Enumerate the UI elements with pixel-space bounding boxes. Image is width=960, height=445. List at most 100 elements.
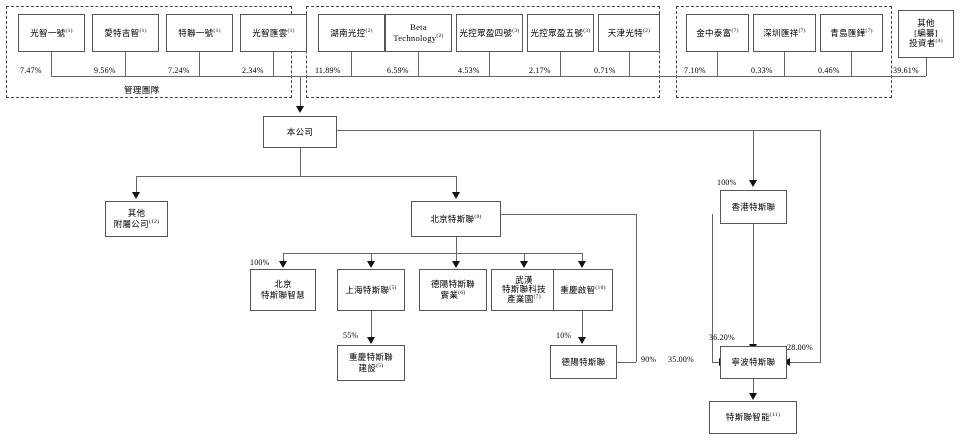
edge-stem [560,52,561,76]
edge-stem [273,52,274,76]
shareholder-box-guangzhi-huiyun[interactable]: 光智匯雲(1) [240,14,307,52]
footnote-marker: (7) [798,27,806,34]
pct-hunan-guangkong: 11.89% [315,66,341,75]
entity-box-chongqing-qizhi[interactable]: 重慶啟智(10) [553,269,613,311]
entity-box-beijing-terminus[interactable]: 北京特斯聯(8) [411,201,501,237]
entity-name: 本公司 [286,126,314,137]
shareholder-name-line1: 其他 [917,18,935,29]
entity-name-line3: 產業園 [507,293,534,304]
edge-children-bus [136,176,456,177]
shareholder-name: 湖南光控 [330,27,366,38]
edge-beijing-to-ningbo-horizontal [712,362,720,363]
footnote-marker: (10) [595,284,606,291]
entity-name-line2: 附屬公司 [113,219,149,229]
edge-to-other-subsidiaries [136,176,137,194]
shareholder-box-hunan-guangkong[interactable]: 湖南光控(2) [318,14,385,52]
edge-ningbo-to-terminus-intelligence [753,379,754,395]
shareholder-box-aitejizhi[interactable]: 愛特吉智(1) [92,14,159,52]
entity-box-shanghai-terminus[interactable]: 上海特斯聯(5) [337,269,405,311]
entity-box-other-subsidiaries[interactable]: 其他 附屬公司(12) [105,201,168,237]
shareholder-name-line3: 投資者 [909,37,936,48]
pct-tianjin-guangte: 0.71% [594,66,616,75]
shareholder-name: 光控眾盈四號 [459,27,513,38]
edge-to-shanghai-terminus [371,253,372,263]
entity-name-line2: 特斯聯科技 [501,284,546,295]
entity-box-wuhan-terminus-tech-park[interactable]: 武漢 特斯聯科技 產業園(7) [491,269,557,311]
footnote-marker: (5) [376,363,384,370]
edge-stem [489,52,490,76]
pct-guangkong-zhongying-5: 2.17% [529,66,551,75]
footnote-marker: (2) [642,27,651,34]
entity-name-line1: 武漢 [515,274,533,285]
entity-name: 上海特斯聯 [345,284,390,295]
footnote-marker: (6) [458,290,466,297]
edge-company-to-hongkong [753,130,754,182]
entity-name-line2: 實業 [440,290,459,300]
dashed-group-guangkong [306,6,660,98]
pct-shanghai-to-chongqing-construction: 55% [343,331,359,340]
footnote-marker: (7) [865,27,873,34]
footnote-marker: (1) [287,27,295,34]
shareholder-name: 天津光特 [607,27,643,38]
edge-beijing-to-deyang-horizontal [617,362,636,363]
pct-beijing-to-deyang: 90% [641,355,657,364]
entity-box-hongkong-terminus[interactable]: 香港特斯聯 [720,190,787,224]
arrowhead-to-chongqing-construction [367,337,375,344]
edge-beijing-to-ningbo-vertical [712,214,713,362]
edge-stem [351,52,352,76]
entity-name: 德陽特斯聯 [561,356,606,367]
shareholder-box-shenzhen-huixiang[interactable]: 深圳匯祥(7) [753,14,816,52]
shareholder-box-tianjin-guangte[interactable]: 天津光特(2) [598,14,660,52]
entity-box-deyang-terminus-industrial[interactable]: 德陽特斯聯 實業(6) [419,269,487,311]
entity-box-deyang-terminus[interactable]: 德陽特斯聯 [550,345,617,379]
edge-beijing-children-bus [283,253,582,254]
edge-stem [629,52,630,76]
pct-aitejizhi: 9.56% [94,66,116,75]
footnote-marker: (7) [731,27,739,34]
entity-box-company[interactable]: 本公司 [263,116,337,148]
edge-stem [199,52,200,76]
footnote-marker: (8) [474,213,482,220]
entity-name: 香港特斯聯 [731,201,776,212]
edge-beijing-down [456,237,457,253]
footnote-marker: (4) [935,38,943,45]
shareholder-box-guangzhi-yihao[interactable]: 光智一號(1) [18,14,85,52]
dashed-group-management-team [6,6,292,98]
edge-stem [418,52,419,76]
entity-box-ningbo-terminus[interactable]: 寧波特斯聯 [720,346,787,379]
edge-company-to-ningbo-vertical [820,130,821,362]
entity-box-chongqing-terminus-construction[interactable]: 重慶特斯聯 建設(5) [337,345,405,381]
entity-box-beijing-terminus-wisdom[interactable]: 北京 特斯聯智慧 [250,269,316,311]
shareholder-name: Beta Technology [393,22,437,43]
shareholder-box-telian-yihao[interactable]: 特聯一號(1) [166,14,233,52]
entity-name-line2: 建設 [358,363,377,373]
shareholder-box-other-investors[interactable]: 其他 [編纂] 投資者(4) [898,10,954,58]
footnote-marker: (1) [65,27,73,34]
edge-chongqing-qizhi-to-deyang [582,311,583,339]
entity-box-terminus-intelligence[interactable]: 特斯聯智能(11) [709,401,797,434]
shareholder-box-qingdao-huihua[interactable]: 青島匯鏵(7) [820,14,883,52]
shareholder-aggregation-bar [51,76,926,77]
edge-beijing-right [501,214,636,215]
arrowhead-to-wuhan-tech-park [520,261,528,268]
entity-name: 北京特斯聯 [430,213,475,224]
pct-hongkong-to-ningbo: 36.20% [709,333,735,342]
pct-telian-yihao: 7.24% [168,66,190,75]
shareholder-name: 光智匯雲 [252,27,288,38]
pct-guangkong-zhongying-4: 4.53% [458,66,480,75]
entity-name-line2: 特斯聯智慧 [260,290,305,300]
footnote-marker: (2) [436,33,444,40]
edge-stem [717,52,718,76]
footnote-marker: (1) [139,27,147,34]
edge-to-chongqing-qizhi [582,253,583,263]
edge-shanghai-to-chongqing-construction [371,311,372,339]
shareholder-box-jinzhong-taifu[interactable]: 金中泰富(7) [686,14,749,52]
shareholder-name: 金中泰富 [696,27,732,38]
shareholder-name-line2: [編纂] [914,28,938,39]
arrowhead-to-company [296,106,304,113]
shareholder-box-beta-technology[interactable]: Beta Technology(2) [385,14,452,52]
shareholder-box-guangkong-zhongying-5[interactable]: 光控眾盈五號(3) [527,14,594,52]
shareholder-box-guangkong-zhongying-4[interactable]: 光控眾盈四號(3) [456,14,523,52]
entity-name: 特斯聯智能 [725,412,770,423]
